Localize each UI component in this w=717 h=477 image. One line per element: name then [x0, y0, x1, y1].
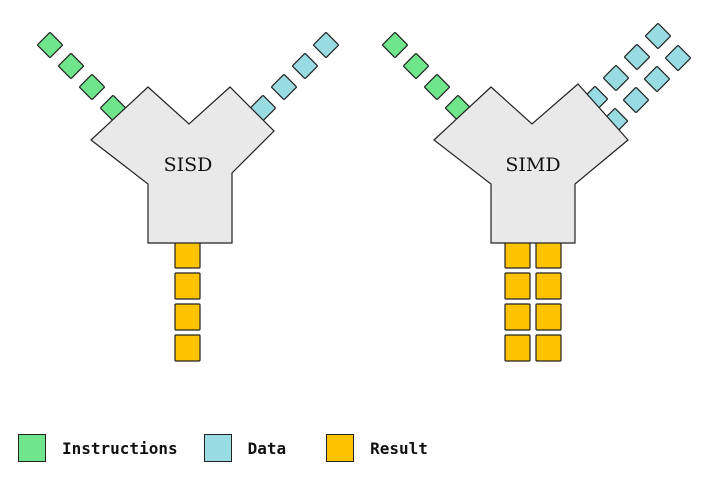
simd-box-group	[382, 23, 691, 362]
sisd-funnel	[90, 86, 275, 244]
result-box	[535, 241, 562, 269]
simd-funnel	[433, 83, 629, 244]
result-box	[174, 241, 201, 269]
legend-swatch-data	[203, 434, 232, 462]
result-box	[504, 272, 531, 300]
result-box	[504, 334, 531, 362]
data-box	[644, 66, 670, 92]
legend-item-result: Result	[326, 434, 428, 462]
instruction-box	[37, 32, 63, 58]
data-box	[313, 32, 339, 58]
result-box	[535, 334, 562, 362]
instruction-box	[58, 53, 84, 79]
legend-item-data: Data	[203, 434, 287, 462]
result-box	[174, 272, 201, 300]
data-box	[271, 74, 297, 100]
result-box	[504, 303, 531, 331]
legend-label-result: Result	[370, 438, 428, 458]
legend-swatch-result	[326, 434, 355, 462]
data-box	[645, 23, 671, 49]
legend-label-data: Data	[247, 438, 287, 458]
simd-label: SIMD	[505, 154, 560, 176]
sisd-label: SISD	[164, 154, 213, 176]
result-box	[174, 334, 201, 362]
instruction-box	[424, 74, 450, 100]
data-box	[292, 53, 318, 79]
legend-label-instructions: Instructions	[62, 438, 178, 458]
instruction-box	[403, 53, 429, 79]
legend-item-instructions: Instructions	[18, 434, 178, 462]
data-box	[623, 87, 649, 113]
legend: Instructions Data Result	[18, 431, 428, 465]
result-box	[535, 272, 562, 300]
data-box	[603, 65, 629, 91]
data-box	[624, 44, 650, 70]
result-box	[535, 303, 562, 331]
instruction-box	[79, 74, 105, 100]
result-box	[504, 241, 531, 269]
instruction-box	[382, 32, 408, 58]
sisd-box-group	[37, 32, 339, 362]
result-box	[174, 303, 201, 331]
legend-swatch-instructions	[18, 434, 46, 462]
data-box	[665, 45, 691, 71]
sisd-diagram: SISD	[37, 32, 339, 362]
simd-diagram: SIMD	[382, 23, 691, 362]
